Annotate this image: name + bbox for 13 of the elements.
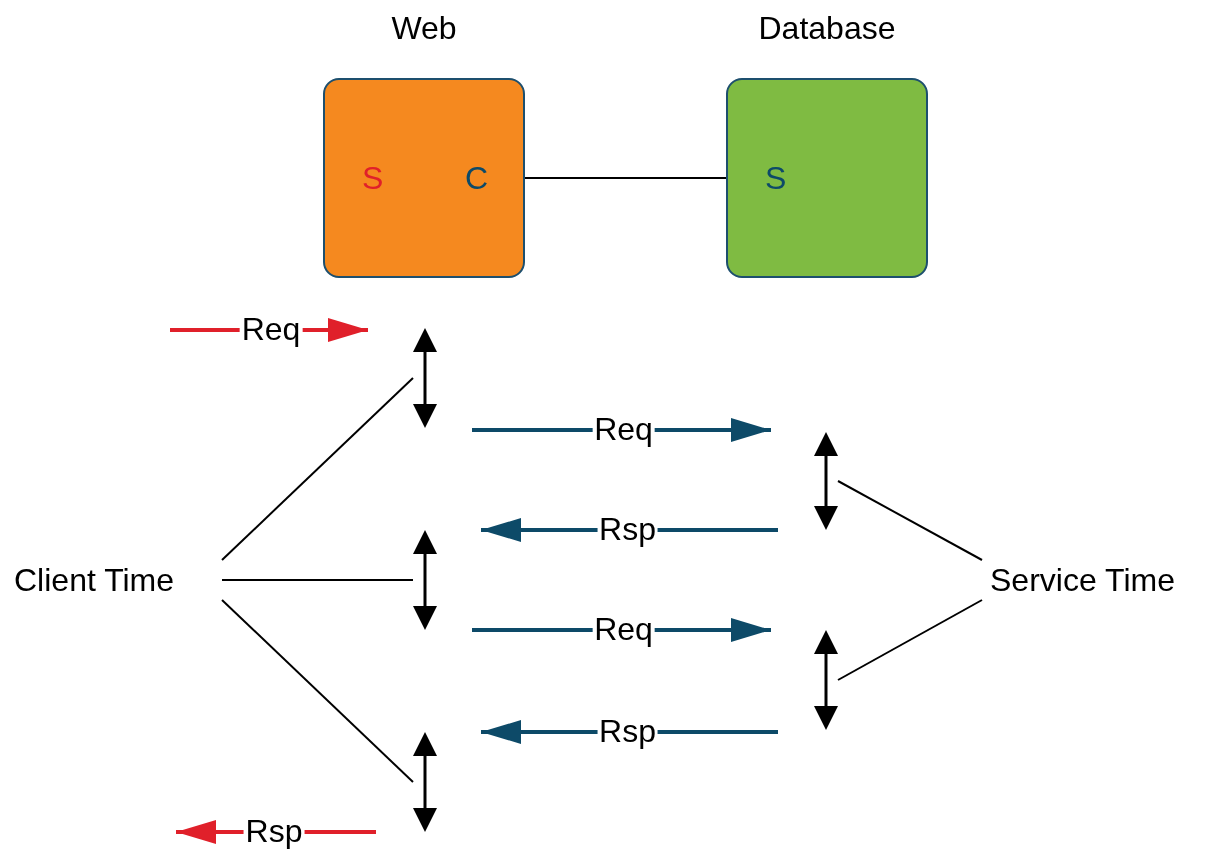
leader-line xyxy=(837,480,983,561)
leader-line xyxy=(837,599,983,681)
letter-label: S xyxy=(765,160,787,196)
leader-line xyxy=(221,599,414,783)
time-label: Client Time xyxy=(14,562,175,598)
letter-label: S xyxy=(362,160,384,196)
box-heading: Database xyxy=(757,10,897,46)
time-label: Service Time xyxy=(990,562,1175,598)
connector-line xyxy=(524,177,727,179)
leader-line xyxy=(221,377,414,561)
box-heading: Web xyxy=(390,10,458,46)
letter-label: C xyxy=(465,160,489,196)
leader-line xyxy=(221,579,414,581)
